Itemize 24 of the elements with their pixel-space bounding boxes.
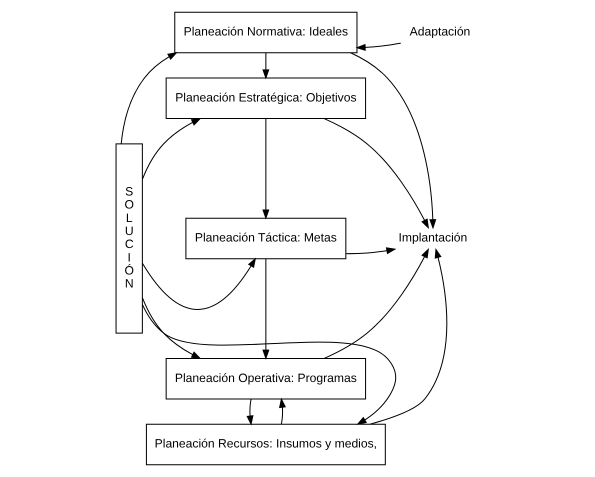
arrow (346, 247, 396, 254)
node-box: Planeación Operativa: Programas (166, 358, 366, 400)
arrow (262, 118, 270, 220)
arrow (142, 304, 396, 425)
node-box: Planeación Estratégica: Objetivos (166, 78, 366, 120)
arrow (370, 248, 448, 425)
arrow (262, 259, 270, 360)
arrow (324, 118, 429, 230)
arrow (142, 118, 202, 180)
arrow (278, 398, 286, 424)
arrow (246, 399, 254, 426)
arrow (142, 298, 202, 360)
arrow (355, 42, 401, 51)
node-box: S O L U C I Ó N (116, 143, 143, 334)
arrow (262, 53, 270, 80)
arrow (350, 52, 436, 230)
node-text: Implantación (398, 230, 468, 245)
arrow (142, 257, 256, 310)
node-box: Planeación Táctica: Metas (185, 218, 346, 260)
node-box: Planeación Recursos: Insumos y medios, (146, 424, 386, 466)
arrow (120, 52, 178, 144)
node-box: Planeación Normativa: Ideales (174, 12, 358, 54)
arrow (324, 248, 429, 359)
node-text: Adaptación (410, 24, 470, 39)
